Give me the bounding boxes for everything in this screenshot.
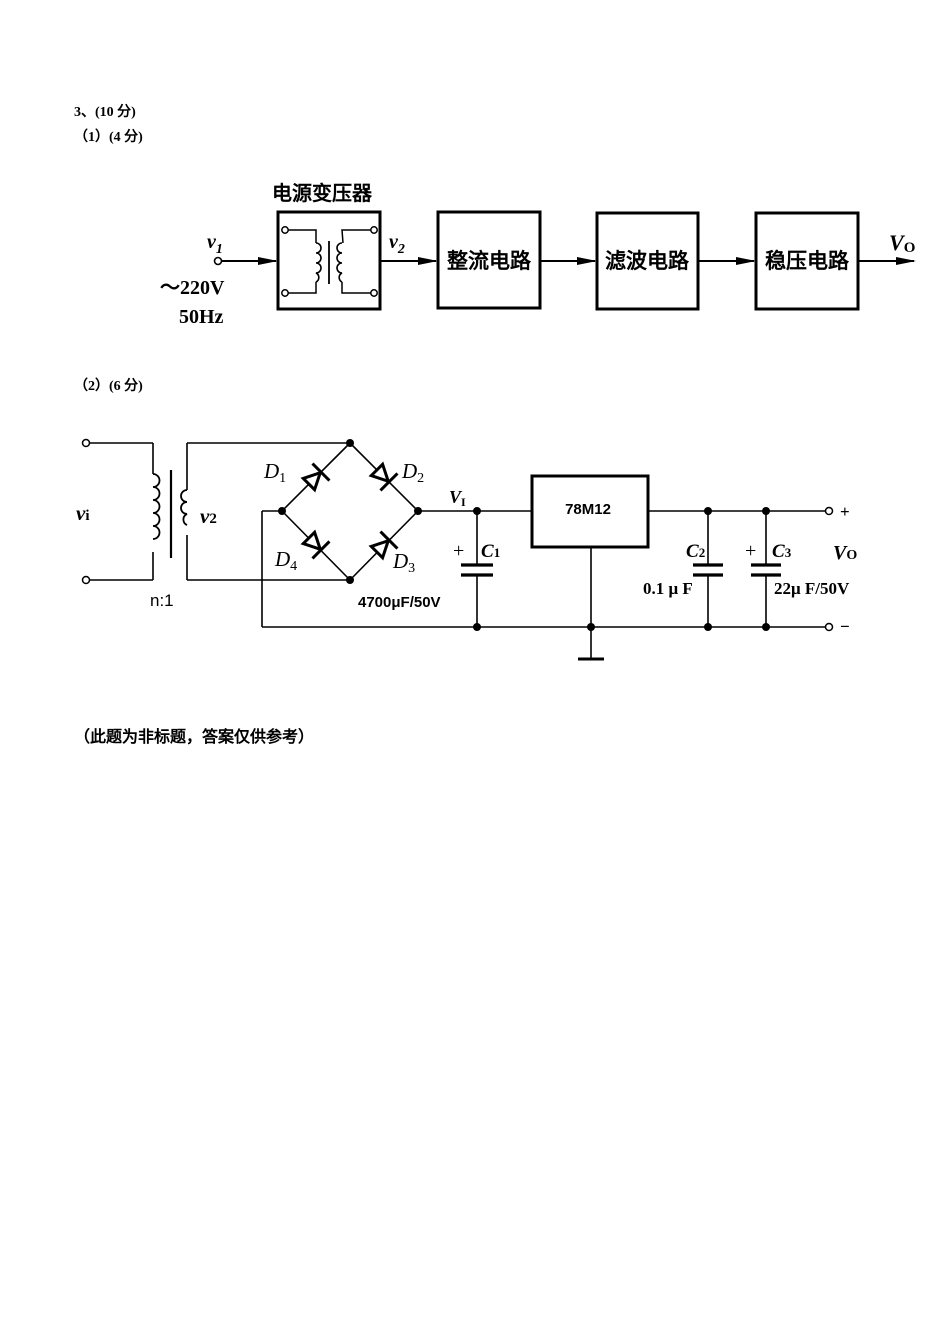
c3-polarity: +: [745, 540, 756, 562]
rectifier-label: 整流电路: [447, 249, 532, 273]
filter-block: 滤波电路: [595, 211, 700, 311]
transformer-title: 电源变压器: [272, 181, 373, 205]
plus-terminal-label: +: [840, 502, 850, 521]
capacitor-plates: [461, 563, 781, 577]
minus-terminal-label: −: [840, 617, 850, 636]
junction-dots: [278, 439, 770, 631]
answer-note: （此题为非标题，答案仅供参考）: [74, 727, 315, 746]
transformer-block: [276, 210, 382, 311]
vo-label: VO: [889, 230, 915, 256]
regulator-78m12: 78M12: [530, 474, 650, 549]
c2-label: C2: [686, 541, 705, 562]
c1-polarity: +: [453, 540, 464, 562]
c1-label: C1: [481, 541, 500, 562]
v2-circuit-label: v2: [200, 504, 217, 528]
filter-label: 滤波电路: [605, 249, 690, 273]
question-title: 3、(10 分): [74, 105, 136, 120]
vo-circuit-label: VO: [833, 542, 857, 564]
regulator-label: 稳压电路: [765, 249, 850, 273]
diode-d1: [300, 462, 331, 493]
d1-label: D1: [263, 459, 286, 486]
part1-label: （1）(4 分): [74, 130, 143, 145]
regulator-block: 稳压电路: [754, 211, 860, 311]
v2-label: v2: [389, 231, 405, 257]
c1-value: 4700μF/50V: [358, 594, 441, 611]
regulator-part-number: 78M12: [565, 501, 611, 518]
vi-node-label: VI: [449, 487, 466, 509]
v1-label: v1: [207, 231, 223, 257]
c2-value: 0.1 μ F: [643, 579, 693, 598]
d2-label: D2: [401, 459, 424, 486]
input-voltage: ～220V: [160, 277, 225, 299]
d4-label: D4: [274, 547, 297, 574]
diode-d4: [300, 529, 331, 560]
rectifier-block: 整流电路: [436, 210, 542, 310]
diode-d2: [368, 461, 399, 492]
vi-label: vi: [76, 501, 90, 525]
d3-label: D3: [392, 549, 415, 576]
diode-d3: [368, 530, 399, 561]
input-frequency: 50Hz: [179, 306, 224, 328]
turns-ratio: n:1: [150, 591, 174, 610]
terminals: [81, 438, 834, 632]
part2-label: （2）(6 分): [74, 379, 143, 394]
c3-label: C3: [772, 541, 792, 562]
c3-value: 22μ F/50V: [774, 579, 850, 598]
input-terminal: [213, 256, 223, 266]
